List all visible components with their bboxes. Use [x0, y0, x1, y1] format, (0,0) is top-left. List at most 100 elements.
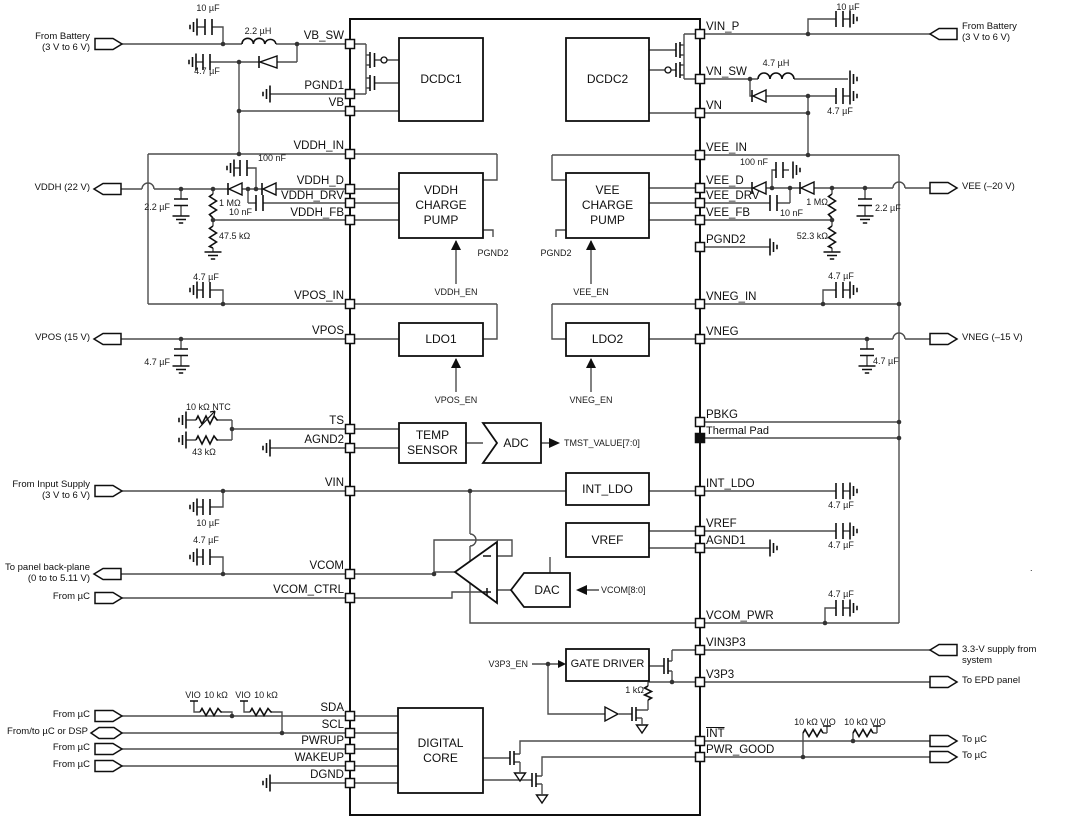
terminals [89, 27, 959, 773]
terminal-v3p3-out [929, 675, 959, 689]
dcdc1-label: DCDC1 [420, 72, 462, 86]
pin-label-pgnd2: PGND2 [706, 234, 746, 246]
terminal-pwr-good-out [929, 750, 959, 764]
terminal-label-to-epd-panel: To EPD panel [962, 675, 1021, 686]
ground-symbols-left [178, 18, 271, 792]
pin-label-v3p3: V3P3 [706, 669, 735, 681]
res-label-52k3: 52.3 kΩ [796, 231, 828, 241]
resistor-1m-left [208, 193, 218, 219]
logic-ground-icon [635, 724, 649, 735]
diode-icon [751, 180, 767, 196]
inductor-coils [241, 37, 795, 80]
vref-label: VREF [591, 532, 624, 547]
pin-label-vb: VB [328, 97, 344, 109]
ground-symbols-down [172, 215, 876, 374]
signal-label-vee-en: VEE_EN [573, 287, 609, 297]
pin-label-pgnd1: PGND1 [304, 80, 344, 92]
pin-label-vee-fb: VEE_FB [706, 207, 751, 219]
cap-label-10uf-topright: 10 µF [836, 2, 860, 12]
res-label-1k: 1 kΩ [625, 685, 644, 695]
pin-label-wakeup: WAKEUP [294, 752, 344, 764]
wires [121, 18, 930, 794]
terminal-label-3v3-supply: 3.3-V supply from system [962, 644, 1037, 666]
junction-dots [178, 31, 902, 760]
vddh-charge-pump-block [398, 172, 484, 239]
int-ldo-label: INT_LDO [582, 481, 633, 496]
pin-label-vddh-in: VDDH_IN [293, 140, 344, 152]
diode-icon [227, 181, 243, 197]
terminal-label-from-input-supply: From Input Supply (3 V to 6 V) [12, 479, 90, 501]
signal-label-pgnd2-a: PGND2 [477, 248, 509, 258]
dac-block [509, 572, 571, 608]
adc-block [481, 422, 542, 464]
pin-label-vcom-ctrl: VCOM_CTRL [273, 584, 344, 596]
terminal-vee-out [929, 181, 959, 195]
cap-label-4u7-topleft: 4.7 µF [194, 66, 220, 76]
terminal-3v3-supply-in [928, 643, 958, 657]
ic-pins [344, 28, 706, 789]
terminal-label-vneg: VNEG (–15 V) [962, 332, 1023, 343]
stray-dot: . [1030, 563, 1033, 573]
terminal-vcom-out [92, 567, 122, 581]
gate-driver-block [565, 648, 650, 682]
ldo2-block [565, 322, 650, 357]
pin-label-vin3p3: VIN3P3 [706, 637, 746, 649]
vio-label-a: VIO [185, 690, 201, 700]
temp-sensor-block [398, 422, 467, 464]
temp-sensor-label: TEMP SENSOR [407, 428, 458, 457]
vee-charge-pump-label: VEE CHARGE PUMP [581, 183, 634, 227]
res-label-1m-left: 1 MΩ [219, 198, 241, 208]
pin-label-vddh-d: VDDH_D [296, 175, 344, 187]
vio-label-b: VIO [235, 690, 251, 700]
pin-label-vddh-drv: VDDH_DRV [280, 190, 344, 202]
resistor-43k [195, 434, 218, 446]
resistor-47k5 [207, 225, 218, 249]
logic-ground-icon [513, 772, 527, 783]
ic-and-blocks [349, 18, 701, 816]
pin-label-vpos: VPOS [312, 325, 344, 337]
arrow-tmst-bus [549, 438, 560, 448]
cap-label-2u2uf-left: 2.2 µF [144, 202, 170, 212]
pin-label-agnd1: AGND1 [706, 535, 746, 547]
ntc-arrow [198, 410, 216, 429]
terminal-wakeup-in [94, 759, 124, 773]
terminal-vpos-out [92, 332, 122, 346]
resistor-10k-d [852, 727, 874, 739]
capacitor-plates [174, 11, 874, 616]
diode-icon [257, 55, 278, 69]
pin-label-int-ldo: INT_LDO [706, 478, 755, 490]
cap-label-4u7-vcompwr: 4.7 µF [828, 589, 854, 599]
logic-ground-icon [535, 794, 549, 805]
terminal-label-from-uc-1: From µC [52, 591, 90, 602]
pin-label-vcom: VCOM [309, 560, 345, 572]
cap-label-4u7-intldo: 4.7 µF [828, 500, 854, 510]
inductor-label-2u2: 2.2 µH [244, 26, 272, 36]
int-ldo-block [565, 472, 650, 506]
terminal-label-from-uc-2: From µC [52, 709, 90, 720]
cap-label-10uf-vin: 10 µF [196, 518, 220, 528]
arrow-vpos-en [451, 358, 461, 368]
ground-symbols-right [769, 10, 858, 617]
pin-label-sda: SDA [320, 702, 344, 714]
arrow-vneg-en [586, 358, 596, 368]
diode-icon [261, 181, 277, 197]
cap-label-4u7-vneg: 4.7 µF [873, 356, 899, 366]
res-label-1m-right: 1 MΩ [806, 197, 828, 207]
dac-label: DAC [534, 582, 560, 597]
pin-label-vin-p: VIN_P [706, 21, 740, 33]
cap-label-10nf-left: 10 nF [228, 207, 252, 217]
pin-label-vpos-in: VPOS_IN [294, 290, 344, 302]
terminal-label-from-uc-4: From µC [52, 759, 90, 770]
terminal-pwrup-in [94, 742, 124, 756]
pin-label-thermal-pad: Thermal Pad [706, 425, 769, 437]
cap-label-100nf-right: 100 nF [739, 157, 768, 167]
adc-label: ADC [503, 435, 529, 450]
pin-label-pwr-good: PWR_GOOD [706, 744, 775, 756]
arrow-v3p3-en [558, 660, 566, 668]
terminal-label-from-to-uc-dsp: From/to µC or DSP [7, 726, 88, 737]
res-label-10k-b: 10 kΩ [254, 690, 278, 700]
gate-driver-label: GATE DRIVER [570, 658, 645, 671]
inverter-icon [604, 705, 620, 723]
terminal-from-input-supply [94, 484, 124, 498]
